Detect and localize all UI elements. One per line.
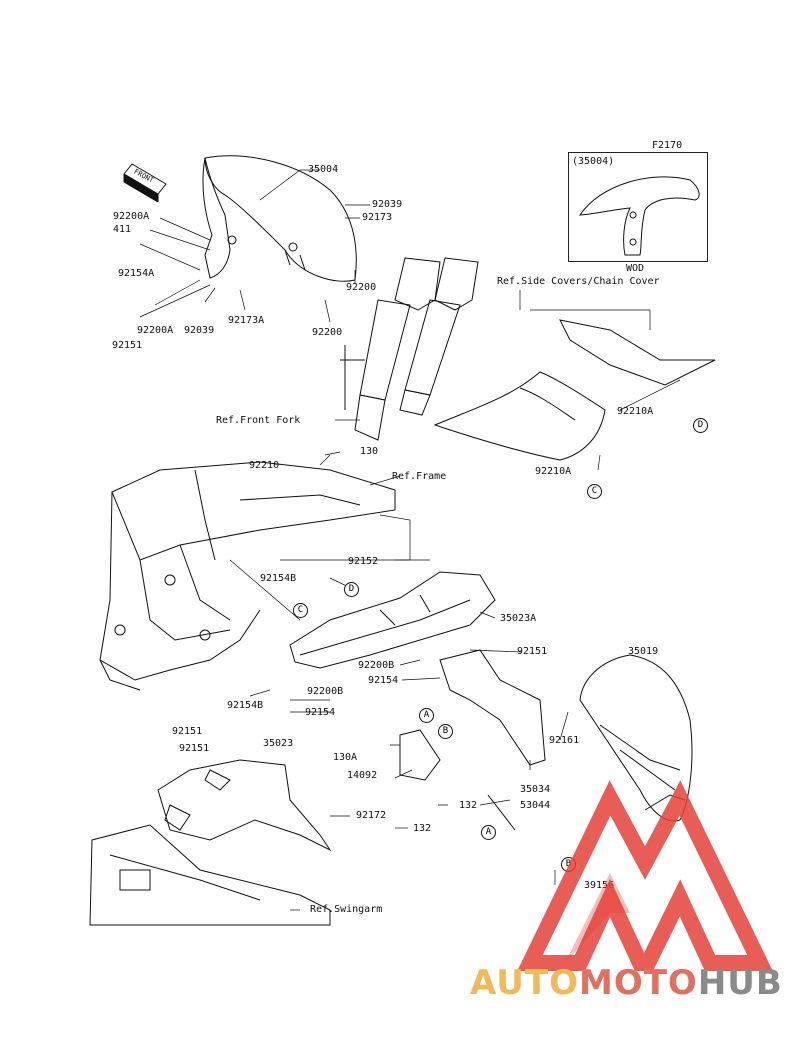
part-label: 92173 [362, 212, 393, 223]
part-label: 92200A [137, 325, 174, 336]
ref-circle: A [481, 825, 496, 840]
part-label: 92154 [305, 707, 336, 718]
swingarm [89, 824, 331, 926]
part-label: 92200 [346, 282, 377, 293]
ref-circle: D [693, 418, 708, 433]
part-label: 35019 [628, 646, 659, 657]
part-label: 92200B [358, 660, 395, 671]
front-fork [340, 257, 479, 441]
part-label: 130 [360, 446, 379, 457]
part-label: 92210A [535, 466, 572, 477]
ref-circle: C [587, 484, 602, 499]
part-label: 92173A [228, 315, 265, 326]
front-fender [202, 155, 357, 282]
inset-variant-label: (35004) [572, 156, 615, 167]
part-label: 92039 [372, 199, 403, 210]
part-label: Ref.Front Fork [216, 415, 301, 426]
ref-circle: D [344, 582, 359, 597]
part-label: 92210 [249, 460, 280, 471]
part-label: 411 [113, 224, 132, 235]
part-label: 92200 [312, 327, 343, 338]
part-label: 92154 [368, 675, 399, 686]
part-label: 132 [459, 800, 478, 811]
part-label: Ref.Frame [392, 471, 447, 482]
part-label: 35023 [263, 738, 294, 749]
rear-undertray [289, 571, 496, 669]
part-label: 92154B [260, 573, 297, 584]
part-label: 92151 [172, 726, 203, 737]
inset-fender [579, 176, 700, 256]
part-label: 92172 [356, 810, 387, 821]
variant-inset-box [568, 152, 708, 262]
part-label: Ref.Swingarm [310, 904, 383, 915]
part-label: 92200B [307, 686, 344, 697]
part-label: 92154A [118, 268, 155, 279]
watermark-text: AUTOMOTOHUB [470, 963, 783, 1003]
diagram-code: F2170 [652, 140, 683, 151]
part-label: 132 [413, 823, 432, 834]
ref-circle: C [293, 603, 308, 618]
part-label: 92151 [517, 646, 548, 657]
part-label: 35004 [308, 164, 339, 175]
watermark-logo-icon [517, 780, 773, 971]
watermark-part3: HUB [697, 963, 783, 1003]
part-label: Ref.Side Covers/Chain Cover [497, 276, 660, 287]
watermark-part2: MOTO [578, 963, 698, 1003]
part-label: 92039 [184, 325, 215, 336]
part-label: 92200A [113, 211, 150, 222]
frame [99, 461, 396, 691]
part-label: 39156 [584, 880, 615, 891]
ref-circle: A [419, 708, 434, 723]
part-label: 130A [333, 752, 358, 763]
part-label: 35023A [500, 613, 537, 624]
part-label: 92210A [617, 406, 654, 417]
part-label: 92151 [112, 340, 143, 351]
leader-lines [139, 169, 681, 911]
part-label: 92151 [179, 743, 210, 754]
front-direction-arrow: FRONT [123, 163, 167, 202]
side-cover [433, 319, 716, 461]
part-label: 53044 [520, 800, 551, 811]
ref-circle: B [438, 724, 453, 739]
part-label: 14092 [347, 770, 378, 781]
part-label: 92154B [227, 700, 264, 711]
part-label: 92152 [348, 556, 379, 567]
part-label: 35034 [520, 784, 551, 795]
lower-cover [157, 759, 332, 852]
inset-tag-label: WOD [626, 263, 645, 274]
part-label: 92161 [549, 735, 580, 746]
license-bracket [399, 649, 546, 831]
watermark-part1: AUTO [470, 963, 579, 1003]
